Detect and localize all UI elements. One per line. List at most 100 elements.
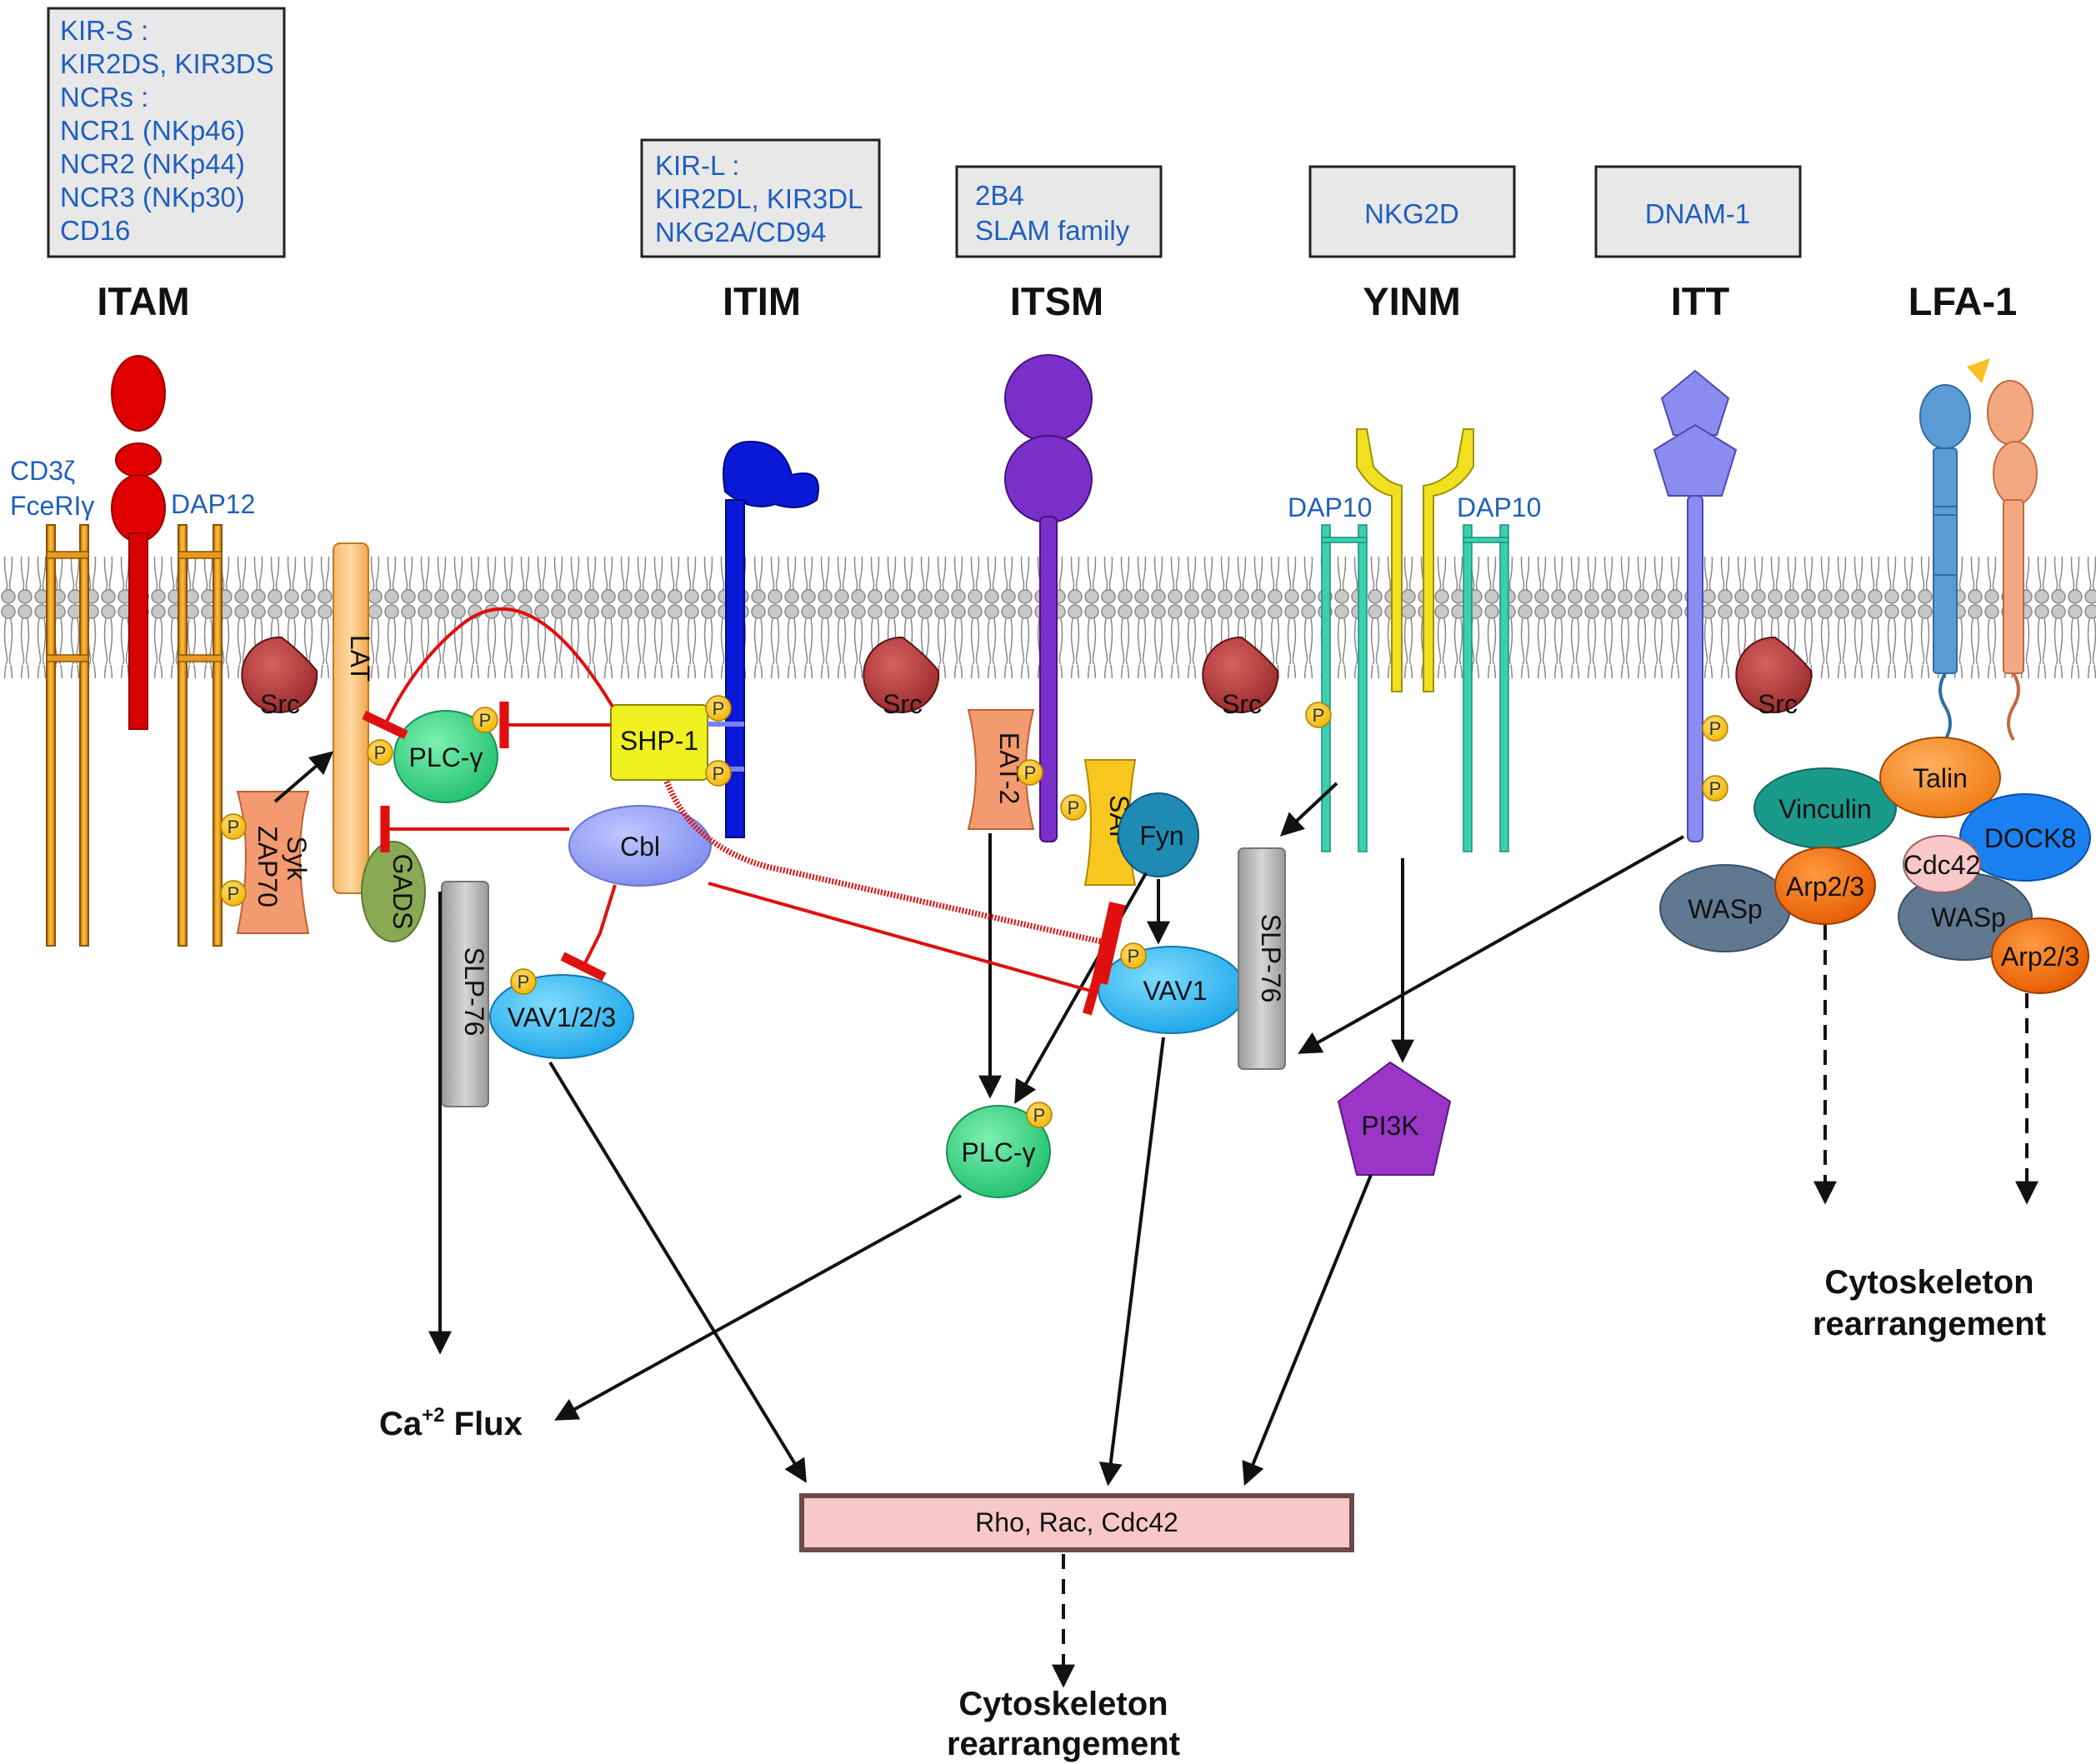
slp76-right: SLP-76 [1238,847,1286,1070]
cd3z-fceri-dimer [46,524,89,947]
svg-text:P: P [713,763,725,784]
inhibition-lines [362,607,1126,1016]
svg-text:Talin: Talin [1913,763,1968,793]
src-kinase-yinm: Src [1202,636,1279,719]
svg-text:SLAM family: SLAM family [975,215,1130,246]
gads-adaptor: GADS [361,841,426,942]
cytoskeleton-label-right-line1: Cytoskeleton [1824,1264,2033,1301]
phospho-tag: P [1060,794,1087,821]
motif-lfa1: LFA-1 [1908,279,2018,323]
svg-text:Arp2/3: Arp2/3 [1786,872,1864,902]
cytoskeleton-label-bottom-line2: rearrangement [947,1726,1180,1762]
svg-text:P: P [518,972,530,992]
inhibit-cbl-vav123 [560,884,617,982]
svg-text:SLP-76: SLP-76 [459,947,489,1037]
svg-text:P: P [1024,762,1037,783]
svg-text:NCR1 (NKp46): NCR1 (NKp46) [60,115,245,146]
motif-itam: ITAM [97,279,189,323]
syk-zap70: Syk ZAP70 [236,791,312,934]
itsm-receptor-2b4 [1004,354,1093,842]
vav1: VAV1 [1098,946,1246,1034]
svg-text:DOCK8: DOCK8 [1984,823,2076,853]
dock8: DOCK8 [1959,793,2091,882]
svg-text:PLC-γ: PLC-γ [409,742,483,772]
slp76-itam: SLP-76 [441,881,489,1107]
label-dap10-left: DAP10 [1288,492,1372,522]
dap10-right [1463,524,1509,852]
svg-text:2B4: 2B4 [975,180,1024,211]
label-cd3z: CD3ζ [10,456,75,486]
arrow-syk-to-lat [273,751,334,803]
svg-text:Arp2/3: Arp2/3 [2001,942,2079,972]
svg-text:Src: Src [883,689,923,719]
svg-text:P: P [479,710,492,731]
rho-rac-cdc42-box: Rho, Rac, Cdc42 [799,1493,1354,1552]
svg-text:NCR3 (NKp30): NCR3 (NKp30) [60,182,245,212]
cdc42: Cdc42 [1903,835,1981,893]
svg-text:Vinculin: Vinculin [1778,794,1871,824]
receptor-box-itim: KIR-L : KIR2DL, KIR3DL NKG2A/CD94 [640,138,881,258]
motif-itsm: ITSM [1010,279,1103,323]
svg-text:Src: Src [1222,689,1262,719]
svg-text:LAT: LAT [345,635,375,682]
receptor-box-itam: KIR-S : KIR2DS, KIR3DS NCRs : NCR1 (NKp4… [47,7,286,258]
svg-text:P: P [374,742,387,763]
arrow-dap10-to-slp76 [1279,782,1338,837]
svg-text:P: P [1709,778,1722,799]
itt-receptor-dnam1 [1653,369,1738,842]
phospho-tag: P [1026,1102,1053,1128]
vav123: VAV1/2/3 [489,974,634,1059]
svg-text:Fyn: Fyn [1139,821,1183,851]
svg-text:Rho, Rac, Cdc42: Rho, Rac, Cdc42 [975,1507,1178,1537]
svg-text:DNAM-1: DNAM-1 [1645,198,1751,229]
phospho-tag: P [705,760,732,787]
label-dap12: DAP12 [171,489,255,519]
receptor-box-yinm: NKG2D [1308,165,1516,258]
svg-text:Cbl: Cbl [620,832,660,862]
svg-text:NCRs :: NCRs : [60,82,148,112]
svg-text:NKG2D: NKG2D [1364,198,1459,229]
svg-text:PI3K: PI3K [1361,1111,1418,1141]
inhibit-cbl-vav1 [708,882,1104,1016]
svg-text:P: P [1709,718,1722,739]
nkg2d-receptor [1356,428,1474,692]
svg-text:Src: Src [260,689,300,719]
arrow-vav123-to-rho [548,1061,807,1483]
lat-adaptor: LAT [333,542,375,894]
plc-gamma-right: PLC-γ [946,1105,1051,1198]
svg-text:SLP-76: SLP-76 [1256,914,1286,1003]
motif-yinm: YINM [1363,279,1461,323]
phospho-tag: P [1017,759,1043,786]
phospho-tag: P [1305,702,1332,728]
svg-text:WASp: WASp [1688,894,1763,924]
src-kinase-itam: Src [241,636,318,719]
svg-text:Syk: Syk [282,836,312,881]
svg-text:WASp: WASp [1931,902,2006,932]
phospho-tag: P [367,739,393,766]
itim-inhibitory-receptor [708,440,819,838]
phospho-tag: P [1120,942,1147,969]
svg-text:KIR2DS, KIR3DS: KIR2DS, KIR3DS [60,48,274,79]
svg-text:P: P [228,817,240,837]
svg-text:GADS: GADS [388,854,418,930]
arp23-left: Arp2/3 [1774,847,1876,925]
svg-text:P: P [713,698,725,719]
dap12-dimer [178,524,223,947]
cbl-ligase: Cbl [568,805,712,887]
phospho-tag: P [220,880,247,907]
svg-text:P: P [1033,1105,1046,1126]
phospho-tag: P [220,813,247,840]
svg-text:SHP-1: SHP-1 [620,726,698,756]
arp23-right: Arp2/3 [1991,917,2089,994]
svg-text:P: P [1068,797,1080,818]
label-fceri: FceRIγ [10,491,94,521]
src-kinase-itt: Src [1735,636,1813,719]
receptor-box-itsm: 2B4 SLAM family [955,165,1163,258]
wasp-left: WASp [1659,864,1791,952]
phospho-tag: P [510,968,537,995]
receptor-box-itt: DNAM-1 [1594,165,1802,258]
svg-text:P: P [228,883,240,904]
svg-text:KIR2DL, KIR3DL: KIR2DL, KIR3DL [655,183,863,214]
phospho-tags: P P P P P P P P P P P P P P [220,695,1728,1128]
